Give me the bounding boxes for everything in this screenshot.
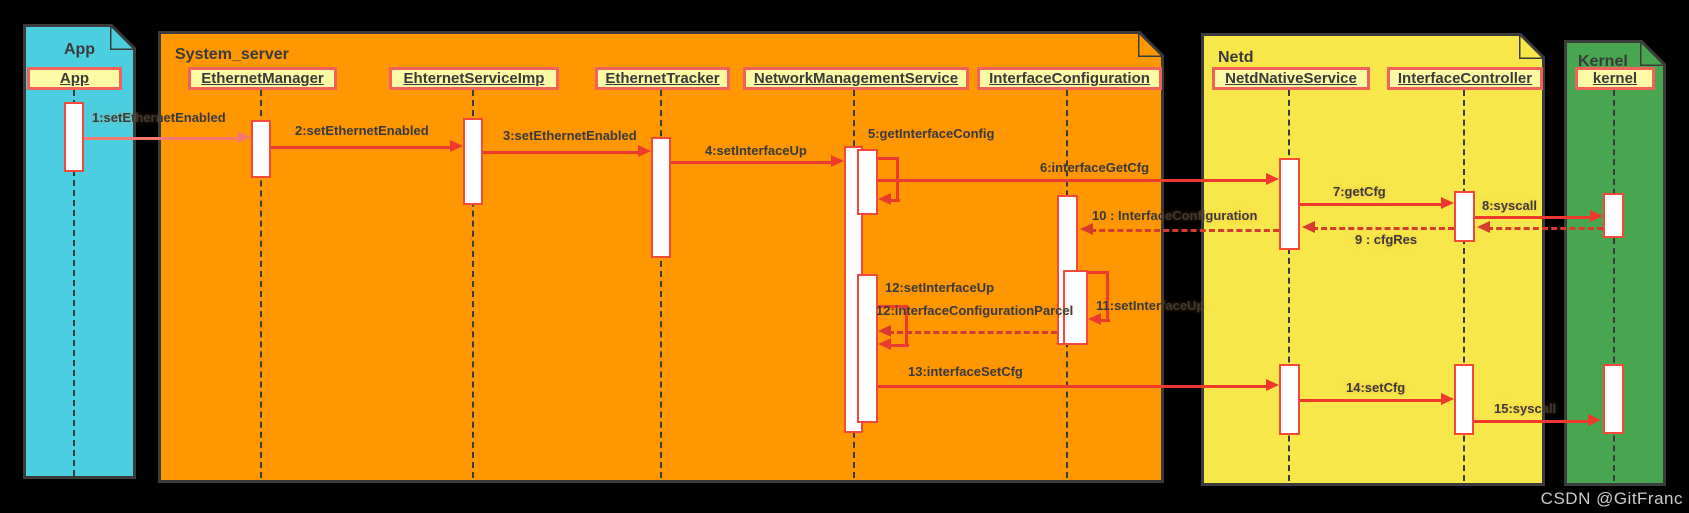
frame-netd: Netd — [1201, 33, 1545, 486]
self-call-line — [1106, 271, 1109, 319]
frame-title-system_server: System_server — [175, 46, 289, 63]
activation-ehternetserviceimp-2 — [463, 118, 483, 205]
message-arrowhead — [238, 131, 251, 143]
message-line — [878, 179, 1269, 182]
message-label: 4:setInterfaceUp — [705, 143, 807, 158]
self-call-line — [878, 305, 907, 308]
participant-interfacecontroller: InterfaceController — [1387, 67, 1543, 90]
folded-corner-icon — [110, 24, 136, 50]
self-call-line — [1088, 271, 1108, 274]
participant-kernel: kernel — [1575, 67, 1655, 90]
self-call-arrowhead — [1088, 313, 1101, 325]
message-arrowhead — [878, 325, 891, 337]
folded-corner-icon — [1640, 40, 1666, 66]
message-line — [483, 151, 641, 154]
message-label: 12:setInterfaceUp — [885, 280, 995, 295]
message-arrowhead — [1590, 210, 1603, 222]
self-call-line — [1099, 319, 1110, 322]
message-arrowhead — [1441, 393, 1454, 405]
self-call-line — [889, 344, 909, 347]
activation-ethernetmanager-1 — [251, 120, 271, 178]
participant-interfaceconfiguration: InterfaceConfiguration — [977, 67, 1162, 90]
activation-networkmanagementservice-6 — [857, 274, 878, 423]
lifeline-interfacecontroller — [1463, 90, 1465, 481]
activation-kernel-11 — [1603, 193, 1624, 238]
message-line — [1090, 229, 1279, 232]
message-line — [271, 146, 453, 149]
lifeline-app — [73, 90, 75, 476]
message-label: 7:getCfg — [1333, 184, 1386, 199]
message-label: 6:interfaceGetCfg — [1040, 160, 1150, 175]
message-label: 10 : InterfaceConfiguration — [1092, 208, 1258, 223]
message-line — [1300, 203, 1444, 206]
activation-interfacecontroller-13 — [1454, 364, 1474, 435]
participant-ethernetmanager: EthernetManager — [188, 67, 337, 90]
message-label: 2:setEthernetEnabled — [295, 123, 429, 138]
activation-netdnativeservice-12 — [1279, 364, 1300, 435]
message-line — [1300, 399, 1444, 402]
message-arrowhead — [638, 145, 651, 157]
message-arrowhead — [1266, 379, 1279, 391]
message-label: 5:getInterfaceConfig — [868, 126, 995, 141]
activation-interfacecontroller-10 — [1454, 191, 1475, 242]
message-label: 14:setCfg — [1346, 380, 1406, 395]
message-label: 13:interfaceSetCfg — [908, 364, 1023, 379]
participant-ehternetserviceimp: EhternetServiceImp — [389, 67, 559, 90]
participant-app: App — [27, 67, 122, 90]
message-arrowhead — [1080, 223, 1093, 235]
message-arrowhead — [450, 140, 463, 152]
activation-netdnativeservice-9 — [1279, 158, 1300, 250]
activation-networkmanagementservice-5 — [857, 149, 878, 215]
lifeline-ethernetmanager — [260, 90, 262, 478]
message-label: 1:setEthernetEnabled — [92, 110, 226, 125]
message-line — [1312, 227, 1454, 230]
message-line — [671, 161, 834, 164]
self-call-line — [905, 305, 908, 344]
message-line — [1475, 216, 1593, 219]
watermark: CSDN @GitFranc — [1540, 489, 1683, 508]
activation-app-0 — [64, 102, 84, 172]
folded-corner-icon — [1138, 31, 1164, 57]
self-call-arrowhead — [878, 193, 891, 205]
frame-app: App — [23, 24, 136, 479]
message-label: 12:interfaceConfigurationParcel — [876, 303, 1074, 318]
lifeline-kernel — [1613, 90, 1615, 481]
lifeline-ehternetserviceimp — [472, 90, 474, 478]
message-arrowhead — [1441, 197, 1454, 209]
message-arrowhead — [831, 155, 844, 167]
frame-title-netd: Netd — [1218, 49, 1254, 66]
message-line — [1474, 420, 1591, 423]
lifeline-ethernettracker — [660, 90, 662, 478]
participant-ethernettracker: EthernetTracker — [595, 67, 730, 90]
self-call-arrowhead — [878, 338, 891, 350]
message-label: 3:setEthernetEnabled — [503, 128, 637, 143]
participant-netdnativeservice: NetdNativeService — [1212, 67, 1370, 90]
message-line — [1487, 227, 1603, 230]
self-call-line — [896, 157, 899, 199]
message-label: 9 : cfgRes — [1355, 232, 1418, 247]
message-label: 8:syscall — [1482, 198, 1537, 213]
message-arrowhead — [1302, 221, 1315, 233]
activation-kernel-14 — [1603, 364, 1624, 434]
lifeline-netdnativeservice — [1288, 90, 1290, 481]
self-call-line — [878, 157, 898, 160]
activation-ethernettracker-3 — [651, 137, 671, 258]
message-line — [878, 385, 1269, 388]
message-arrowhead — [1477, 221, 1490, 233]
message-arrowhead — [1588, 414, 1601, 426]
folded-corner-icon — [1519, 33, 1545, 59]
activation-interfaceconfiguration-8 — [1063, 270, 1088, 345]
message-label: 11:setInterfaceUp — [1096, 298, 1205, 313]
message-arrowhead — [1266, 173, 1279, 185]
message-label: 15:syscall — [1494, 401, 1557, 416]
message-line — [888, 331, 1057, 334]
participant-networkmanagementservice: NetworkManagementService — [743, 67, 969, 90]
frame-title-app: App — [63, 41, 96, 58]
frame-title-kernel: Kernel — [1578, 53, 1628, 70]
self-call-line — [889, 199, 900, 202]
message-line — [84, 137, 241, 140]
